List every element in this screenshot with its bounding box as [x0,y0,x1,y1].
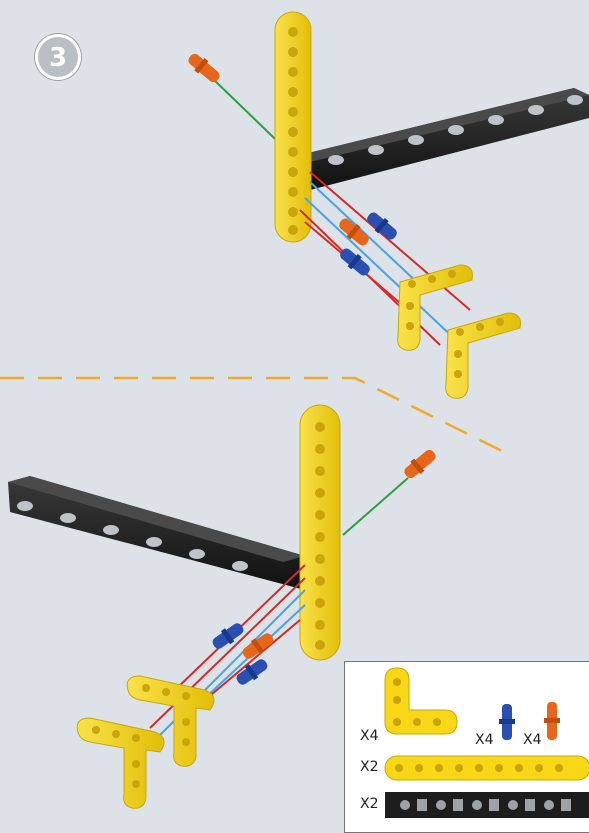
black-beam-part-icon [385,792,589,818]
orange-pin-qty: X4 [523,732,542,748]
step-divider [0,376,511,457]
yellow-beam-qty: X2 [360,759,379,775]
step-number-badge: 3 [35,34,81,80]
blue-pin-qty: X4 [475,732,494,748]
yellow-beam-bottom [299,404,341,661]
l-beam-qty: X4 [360,728,379,744]
blue-pin [212,623,244,649]
black-beam-top [300,88,589,190]
orange-pin [242,633,274,659]
orange-pin-part-icon [544,702,560,740]
parts-illustrations [384,667,589,818]
l-beam [397,264,473,351]
blue-pin [367,212,397,240]
blue-pin-part-icon [499,704,515,740]
orange-pin [188,53,220,83]
orange-pin [339,218,369,246]
black-beam-qty: X2 [360,796,379,812]
l-beam [126,675,215,767]
bottom-assembly [8,404,436,809]
orange-pin [404,449,436,479]
yellow-beam-part-icon [384,755,589,781]
blue-pin [236,659,268,685]
l-beam [445,312,521,399]
blue-pin [340,248,370,276]
l-beam-part-icon [384,667,458,735]
l-beam [76,717,165,809]
step-number: 3 [48,43,68,73]
top-assembly [188,11,589,399]
black-beam-bottom [8,476,305,590]
parts-list: X4 X4 X4 X2 X2 [344,661,589,833]
yellow-beam-top [274,11,312,243]
